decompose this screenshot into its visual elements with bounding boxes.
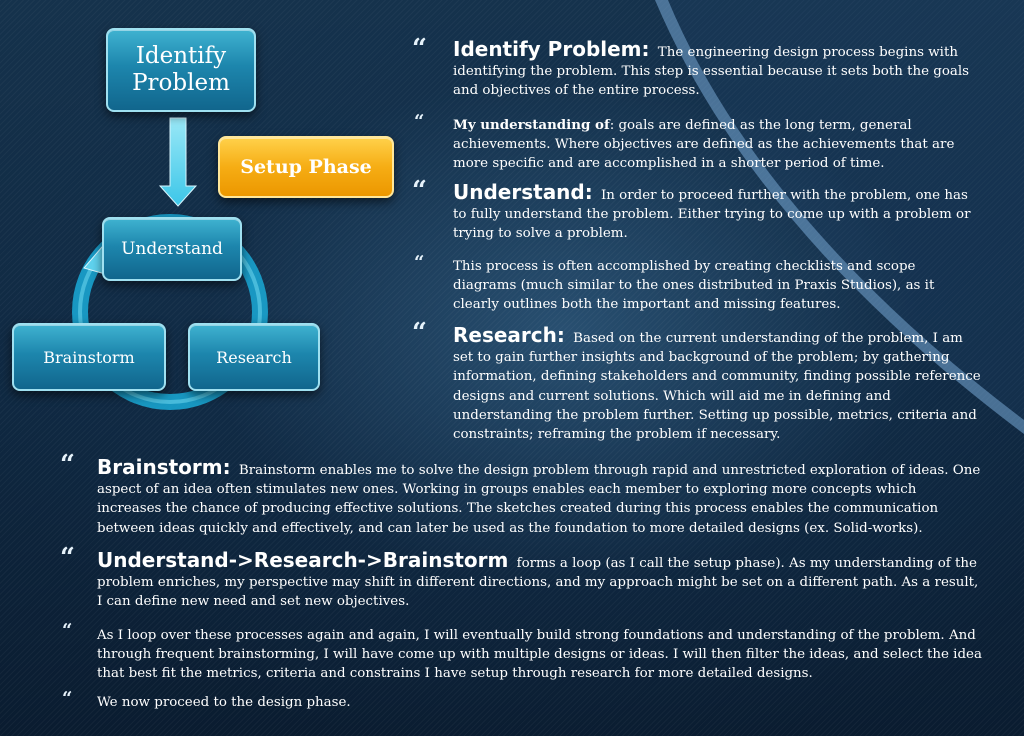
loop-heading: Understand->Research->Brainstorm xyxy=(97,548,509,572)
quote-mark-icon: “ xyxy=(60,543,75,573)
research-paragraph: Research: Based on the current understan… xyxy=(453,323,981,444)
brainstorm-box: Brainstorm xyxy=(12,323,166,391)
understand-label: Understand xyxy=(121,239,223,259)
research-text: Based on the current understanding of th… xyxy=(453,331,981,443)
quote-mark-icon: “ xyxy=(412,176,427,206)
quote-mark-icon: “ xyxy=(414,111,425,132)
down-arrow-icon xyxy=(158,117,198,207)
understand-text: In order to proceed further with the pro… xyxy=(453,188,971,242)
brainstorm-heading: Brainstorm: xyxy=(97,455,231,479)
brainstorm-text: Brainstorm enables me to solve the desig… xyxy=(97,463,981,536)
proceed-text: We now proceed to the design phase. xyxy=(97,695,351,710)
understand-paragraph: Understand: In order to proceed further … xyxy=(453,180,981,244)
understanding-text: : goals are defined as the long term, ge… xyxy=(453,118,955,172)
quote-mark-icon: “ xyxy=(62,688,73,709)
identify-heading: Identify Problem: xyxy=(453,37,650,61)
identify-problem-box: Identify Problem xyxy=(106,28,256,112)
repeat-text: As I loop over these processes again and… xyxy=(97,628,982,682)
identify-paragraph: Identify Problem: The engineering design… xyxy=(453,37,981,101)
loop-text: forms a loop (as I call the setup phase)… xyxy=(97,556,979,610)
research-label: Research xyxy=(216,347,292,367)
understand-box: Understand xyxy=(102,217,242,281)
repeat-paragraph: As I loop over these processes again and… xyxy=(97,626,983,684)
understand-heading: Understand: xyxy=(453,180,593,204)
quote-mark-icon: “ xyxy=(62,620,73,641)
brainstorm-paragraph: Brainstorm: Brainstorm enables me to sol… xyxy=(97,455,983,538)
quote-mark-icon: “ xyxy=(412,318,427,348)
identify-problem-label: Identify Problem xyxy=(132,43,230,96)
proceed-paragraph: We now proceed to the design phase. xyxy=(97,693,983,712)
understanding-lead: My understanding of xyxy=(453,117,610,133)
quote-mark-icon: “ xyxy=(412,34,427,64)
identify-text: The engineering design process begins wi… xyxy=(453,45,970,99)
brainstorm-label: Brainstorm xyxy=(43,347,135,367)
setup-phase-box: Setup Phase xyxy=(218,136,394,198)
setup-phase-label: Setup Phase xyxy=(240,156,372,178)
understanding-paragraph: My understanding of: goals are defined a… xyxy=(453,116,981,174)
research-heading: Research: xyxy=(453,323,565,347)
checklists-paragraph: This process is often accomplished by cr… xyxy=(453,257,981,315)
quote-mark-icon: “ xyxy=(414,252,425,273)
research-box: Research xyxy=(188,323,320,391)
loop-paragraph: Understand->Research->Brainstorm forms a… xyxy=(97,548,983,612)
checklists-text: This process is often accomplished by cr… xyxy=(453,259,935,313)
quote-mark-icon: “ xyxy=(60,450,75,480)
